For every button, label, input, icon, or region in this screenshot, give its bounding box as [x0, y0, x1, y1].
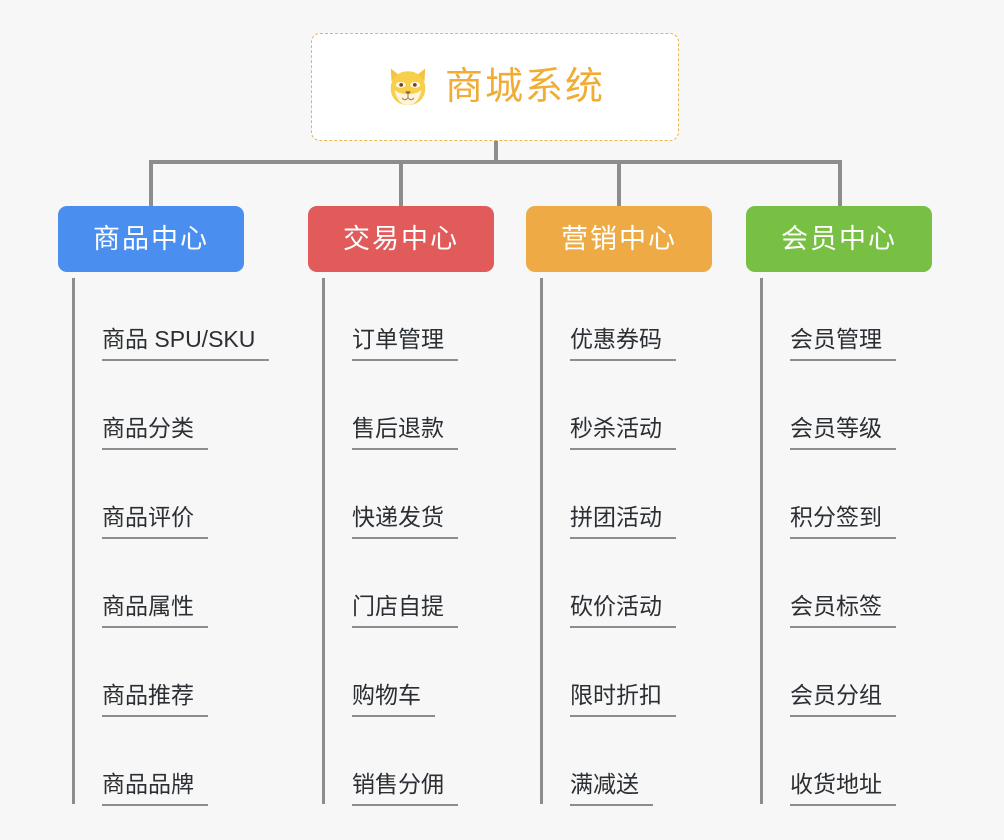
leaf-label: 商品分类	[102, 415, 208, 450]
leaf-item[interactable]: 商品品牌	[58, 717, 288, 806]
leaf-label: 销售分佣	[352, 771, 458, 806]
connector-drop-2	[399, 160, 403, 208]
leaf-label: 商品品牌	[102, 771, 208, 806]
leaf-item[interactable]: 优惠券码	[526, 272, 756, 361]
branch-column-trade: 交易中心 订单管理 售后退款 快递发货 门店自提 购物车 销售分佣	[308, 206, 538, 806]
category-header-product[interactable]: 商品中心	[58, 206, 244, 272]
leaf-list-product: 商品 SPU/SKU 商品分类 商品评价 商品属性 商品推荐 商品品牌	[58, 272, 288, 806]
connector-drop-1	[149, 160, 153, 208]
leaf-item[interactable]: 秒杀活动	[526, 361, 756, 450]
category-header-label: 交易中心	[343, 223, 459, 254]
leaf-item[interactable]: 商品评价	[58, 450, 288, 539]
leaf-label: 商品评价	[102, 504, 208, 539]
category-header-trade[interactable]: 交易中心	[308, 206, 494, 272]
connector-column-spine	[540, 278, 543, 804]
leaf-label: 积分签到	[790, 504, 896, 539]
leaf-label: 限时折扣	[570, 682, 676, 717]
leaf-item[interactable]: 会员分组	[746, 628, 976, 717]
connector-column-spine	[322, 278, 325, 804]
leaf-item[interactable]: 砍价活动	[526, 539, 756, 628]
leaf-label: 会员等级	[790, 415, 896, 450]
leaf-item[interactable]: 购物车	[308, 628, 538, 717]
leaf-item[interactable]: 商品分类	[58, 361, 288, 450]
leaf-label: 购物车	[352, 682, 435, 717]
leaf-label: 砍价活动	[570, 593, 676, 628]
category-header-label: 营销中心	[561, 223, 677, 254]
leaf-label: 门店自提	[352, 593, 458, 628]
leaf-label: 快递发货	[352, 504, 458, 539]
leaf-item[interactable]: 限时折扣	[526, 628, 756, 717]
leaf-label: 会员标签	[790, 593, 896, 628]
connector-column-spine	[72, 278, 75, 804]
connector-drop-3	[617, 160, 621, 208]
root-title: 商城系统	[444, 66, 605, 108]
leaf-item[interactable]: 商品 SPU/SKU	[58, 272, 288, 361]
leaf-label: 订单管理	[352, 326, 458, 361]
category-header-label: 会员中心	[781, 223, 897, 254]
leaf-label: 会员管理	[790, 326, 896, 361]
leaf-label: 收货地址	[790, 771, 896, 806]
branch-column-member: 会员中心 会员管理 会员等级 积分签到 会员标签 会员分组 收货地址	[746, 206, 976, 806]
leaf-item[interactable]: 会员等级	[746, 361, 976, 450]
connector-root-stem	[494, 141, 498, 163]
leaf-item[interactable]: 会员标签	[746, 539, 976, 628]
leaf-item[interactable]: 售后退款	[308, 361, 538, 450]
leaf-label: 商品属性	[102, 593, 208, 628]
leaf-item[interactable]: 商品推荐	[58, 628, 288, 717]
leaf-item[interactable]: 收货地址	[746, 717, 976, 806]
leaf-item[interactable]: 积分签到	[746, 450, 976, 539]
leaf-item[interactable]: 快递发货	[308, 450, 538, 539]
leaf-label: 秒杀活动	[570, 415, 676, 450]
leaf-list-trade: 订单管理 售后退款 快递发货 门店自提 购物车 销售分佣	[308, 272, 538, 806]
branch-column-product: 商品中心 商品 SPU/SKU 商品分类 商品评价 商品属性 商品推荐 商品品牌	[58, 206, 288, 806]
branch-column-marketing: 营销中心 优惠券码 秒杀活动 拼团活动 砍价活动 限时折扣 满减送	[526, 206, 756, 806]
connector-horizontal-bus	[149, 160, 842, 164]
category-header-marketing[interactable]: 营销中心	[526, 206, 712, 272]
leaf-label: 会员分组	[790, 682, 896, 717]
leaf-item[interactable]: 销售分佣	[308, 717, 538, 806]
leaf-item[interactable]: 商品属性	[58, 539, 288, 628]
category-header-member[interactable]: 会员中心	[746, 206, 932, 272]
connector-drop-4	[838, 160, 842, 208]
root-node[interactable]: 商城系统	[311, 33, 679, 141]
leaf-list-member: 会员管理 会员等级 积分签到 会员标签 会员分组 收货地址	[746, 272, 976, 806]
leaf-item[interactable]: 门店自提	[308, 539, 538, 628]
leaf-item[interactable]: 满减送	[526, 717, 756, 806]
leaf-label: 商品 SPU/SKU	[102, 326, 270, 361]
leaf-item[interactable]: 订单管理	[308, 272, 538, 361]
leaf-list-marketing: 优惠券码 秒杀活动 拼团活动 砍价活动 限时折扣 满减送	[526, 272, 756, 806]
leaf-label: 售后退款	[352, 415, 458, 450]
shiba-dog-face-icon	[390, 68, 426, 105]
leaf-item[interactable]: 拼团活动	[526, 450, 756, 539]
category-header-label: 商品中心	[93, 223, 209, 254]
leaf-label: 商品推荐	[102, 682, 208, 717]
leaf-label: 优惠券码	[570, 326, 676, 361]
leaf-item[interactable]: 会员管理	[746, 272, 976, 361]
leaf-label: 满减送	[570, 771, 653, 806]
leaf-label: 拼团活动	[570, 504, 676, 539]
connector-column-spine	[760, 278, 763, 804]
